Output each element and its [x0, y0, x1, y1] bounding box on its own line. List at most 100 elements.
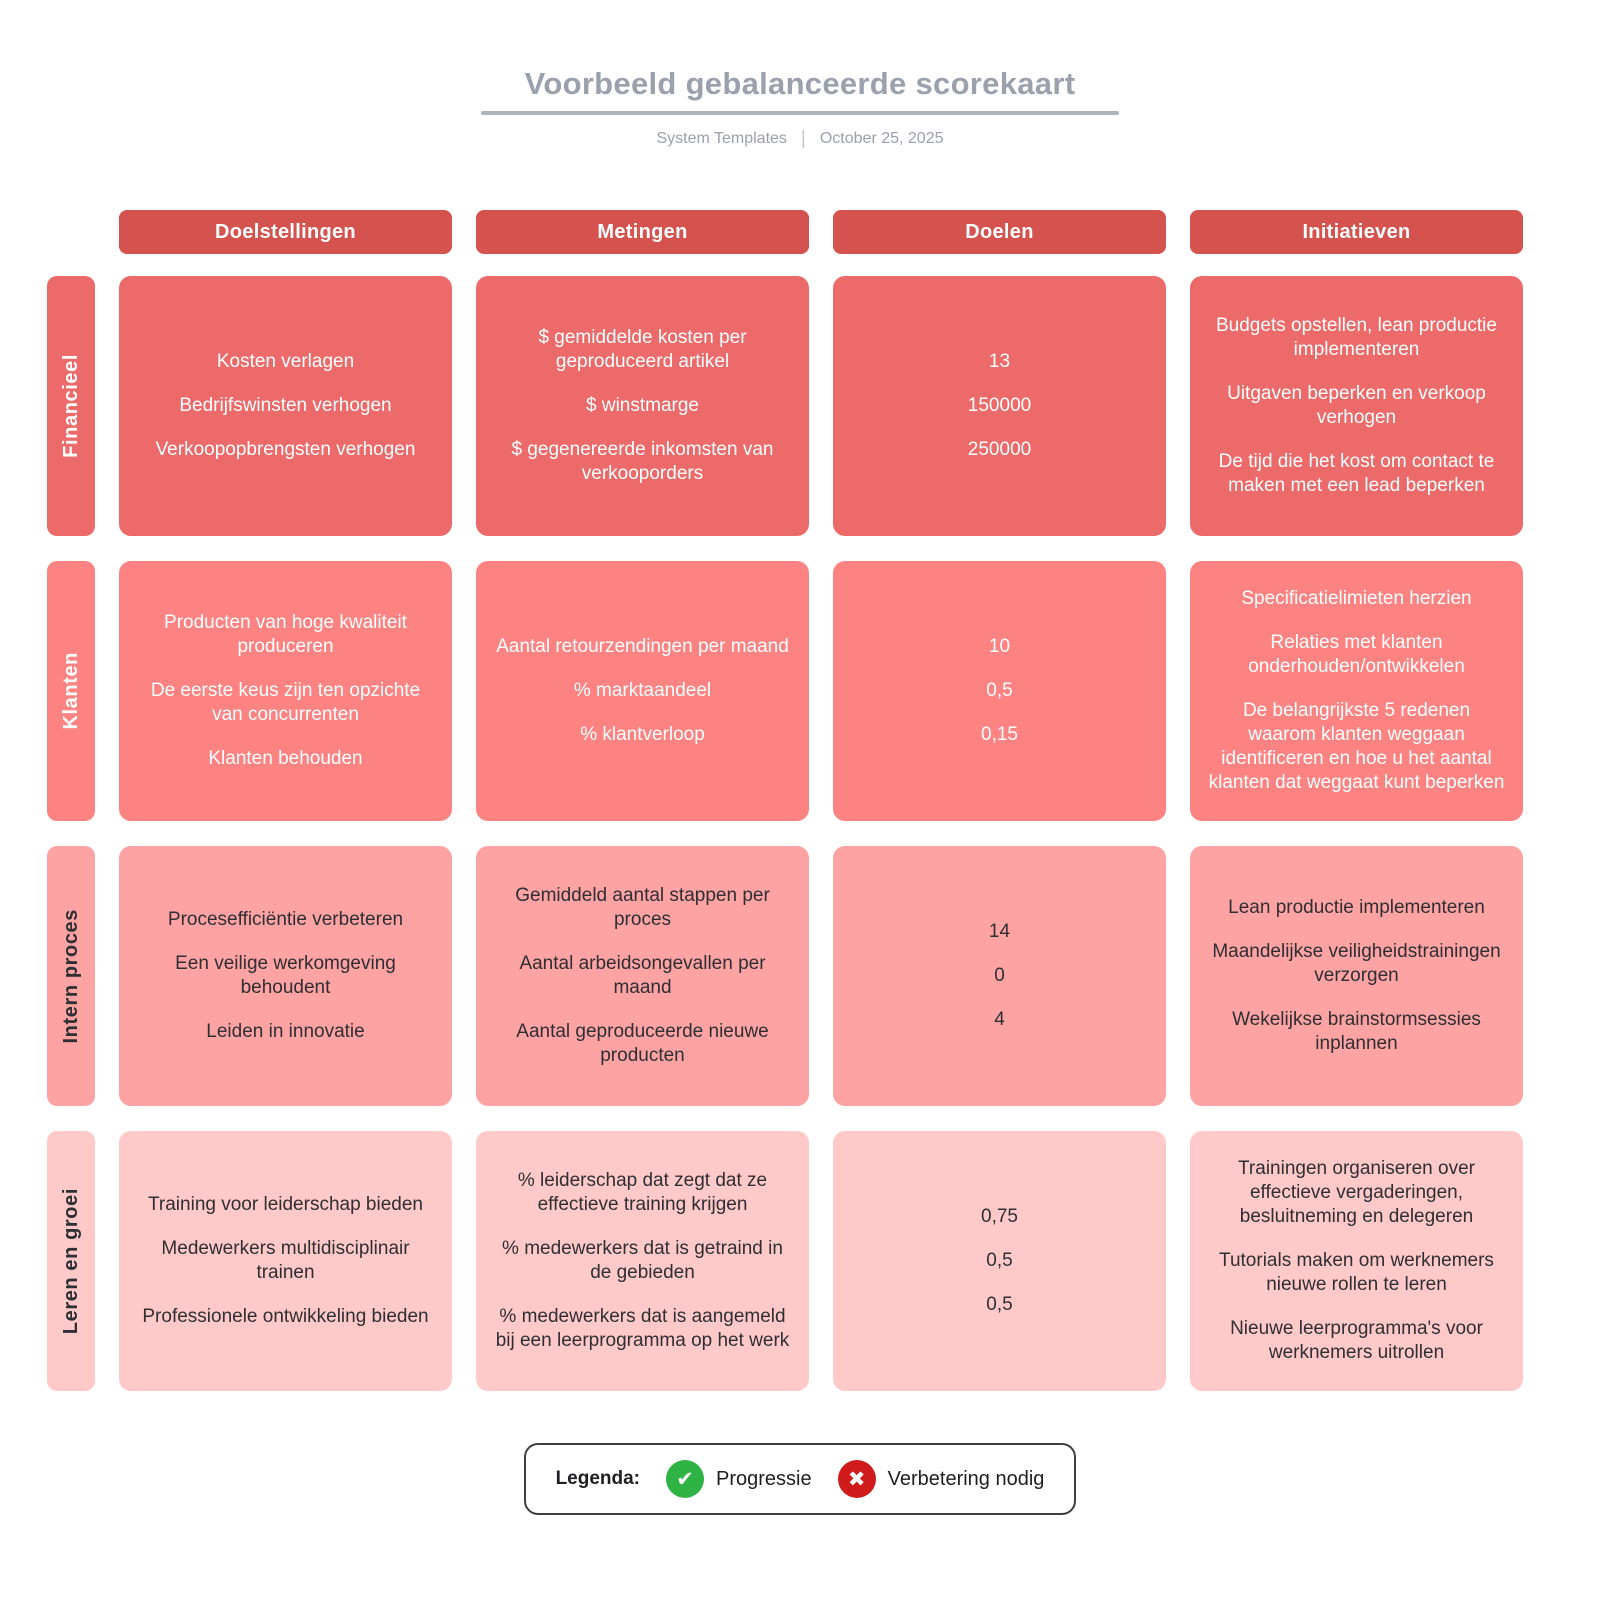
cell-item: Tutorials maken om werknemers nieuwe rol… — [1219, 1250, 1494, 1295]
page-subtitle: System Templates | October 25, 2025 — [0, 128, 1600, 150]
column-header-doelen: Doelen — [833, 210, 1166, 254]
cell-item: Klanten behouden — [208, 747, 363, 769]
scorecard-row-2: Klanten Producten van hoge kwaliteit prod… — [47, 561, 1523, 821]
row-label-stub: Klanten — [47, 561, 95, 821]
row-label: Leren en groei — [59, 1187, 82, 1335]
cell-item: 0,15 — [981, 723, 1018, 745]
scorecard-row-4: Leren en groei Training voor leiderschap … — [47, 1131, 1523, 1391]
row-label: Intern proces — [59, 908, 82, 1044]
cell-item: Gemiddeld aantal stappen per proces — [515, 885, 770, 931]
cell-metingen: Aantal retourzendingen per maand % markta… — [476, 561, 809, 821]
cell-item: Kosten verlagen — [216, 351, 355, 373]
cell-doelen: 10 0,5 0,15 — [833, 561, 1166, 821]
cell-item: 0,5 — [986, 1293, 1013, 1315]
check-circle-icon: ✔ — [666, 1460, 705, 1498]
cell-item: Bedrijfswinsten verhogen — [179, 395, 392, 417]
cell-initiatieven: Trainingen organiseren over effectieve v… — [1190, 1131, 1523, 1391]
balanced-scorecard-page: Voorbeeld gebalanceerde scorekaart Syste… — [0, 0, 1600, 1515]
cell-item: % leiderschap dat zegt dat ze effectieve… — [517, 1170, 768, 1216]
subtitle-divider-icon: | — [800, 128, 806, 149]
cell-item: 13 — [988, 351, 1011, 373]
column-header-row: Doelstellingen Metingen Doelen Initiatieven — [47, 210, 1523, 254]
subtitle-date: October 25, 2025 — [819, 130, 944, 147]
legend-item: ✔ Progressie — [666, 1460, 812, 1498]
legend: Legenda: ✔ Progressie ✖ Verbetering nodig — [523, 1443, 1077, 1515]
cell-item: % marktaandeel — [573, 680, 712, 702]
cell-item: Leiden in innovatie — [206, 1020, 365, 1042]
legend-item-label: Verbetering nodig — [887, 1467, 1045, 1490]
cell-item: 0,75 — [981, 1206, 1018, 1228]
cell-item: Lean productie implementeren — [1228, 897, 1485, 919]
cell-item: 0,5 — [986, 1250, 1013, 1272]
cell-item: De tijd die het kost om contact te maken… — [1218, 450, 1495, 496]
cell-item: Uitgaven beperken en verkoop verhogen — [1227, 383, 1486, 428]
cell-item: Aantal retourzendingen per maand — [496, 636, 789, 658]
legend-item-label: Progressie — [716, 1467, 812, 1490]
column-header-initiatieven: Initiatieven — [1190, 210, 1523, 254]
cell-item: De eerste keus zijn ten opzichte van con… — [150, 680, 421, 725]
cell-item: Wekelijkse brainstormsessies inplannen — [1232, 1008, 1481, 1054]
cell-item: Professionele ontwikkeling bieden — [142, 1305, 429, 1327]
cell-item: $ gemiddelde kosten per geproduceerd art… — [538, 327, 747, 373]
cell-item: Nieuwe leerprogramma's voor werknemers u… — [1230, 1317, 1483, 1363]
cell-item: $ winstmarge — [586, 395, 699, 417]
scorecard-row-3: Intern proces Procesefficiëntie verbetere… — [47, 846, 1523, 1106]
cell-item: 0,5 — [986, 680, 1013, 702]
cell-doelen: 0,75 0,5 0,5 — [833, 1131, 1166, 1391]
row-label: Klanten — [59, 652, 82, 730]
row-label-stub: Intern proces — [47, 846, 95, 1106]
scorecard-table: Doelstellingen Metingen Doelen Initiatieven… — [47, 210, 1523, 1391]
cell-item: Budgets opstellen, lean productie implem… — [1216, 315, 1497, 361]
column-header-doelstellingen: Doelstellingen — [119, 210, 452, 254]
row-label: Financieel — [59, 354, 82, 458]
cell-item: % medewerkers dat is aangemeld bij een l… — [495, 1305, 790, 1351]
cell-item: Specificatielimieten herzien — [1241, 588, 1472, 610]
column-header-metingen: Metingen — [476, 210, 809, 254]
cell-item: $ gegenereerde inkomsten van verkooporde… — [511, 438, 774, 484]
legend-item: ✖ Verbetering nodig — [837, 1460, 1045, 1498]
cell-item: % medewerkers dat is getraind in de gebi… — [502, 1238, 783, 1283]
cell-item: Training voor leiderschap bieden — [148, 1194, 423, 1216]
cell-metingen: $ gemiddelde kosten per geproduceerd art… — [476, 276, 809, 536]
header-spacer — [47, 210, 95, 254]
cell-item: 4 — [994, 1008, 1005, 1030]
cell-item: Producten van hoge kwaliteit produceren — [164, 612, 407, 658]
x-circle-icon: ✖ — [837, 1460, 876, 1498]
cell-item: Een veilige werkomgeving behoudent — [175, 953, 396, 998]
row-label-stub: Financieel — [47, 276, 95, 536]
subtitle-author: System Templates — [656, 130, 787, 147]
cell-item: Relaties met klanten onderhouden/ontwikk… — [1248, 632, 1465, 678]
row-label-stub: Leren en groei — [47, 1131, 95, 1391]
cell-item: Aantal geproduceerde nieuwe producten — [516, 1020, 769, 1066]
cell-item: 10 — [988, 636, 1011, 658]
cell-item: 150000 — [967, 395, 1032, 417]
cell-item: Maandelijkse veiligheidstrainingen verzo… — [1212, 941, 1501, 987]
cell-item: 250000 — [967, 438, 1032, 460]
cell-item: Procesefficiëntie verbeteren — [167, 909, 404, 931]
cell-item: 14 — [988, 921, 1011, 943]
cell-doelen: 13 150000 250000 — [833, 276, 1166, 536]
cell-item: % klantverloop — [580, 723, 705, 745]
legend-label: Legenda: — [555, 1468, 641, 1489]
cell-item: Aantal arbeidsongevallen per maand — [519, 953, 766, 998]
cell-item: Medewerkers multidisciplinair trainen — [161, 1238, 410, 1283]
cell-item: Trainingen organiseren over effectieve v… — [1238, 1158, 1475, 1228]
cell-metingen: % leiderschap dat zegt dat ze effectieve… — [476, 1131, 809, 1391]
cell-doelen: 14 0 4 — [833, 846, 1166, 1106]
page-header: Voorbeeld gebalanceerde scorekaart Syste… — [0, 0, 1600, 150]
cell-item: Verkoopopbrengsten verhogen — [155, 438, 416, 460]
cell-item: 0 — [994, 965, 1005, 987]
cell-initiatieven: Budgets opstellen, lean productie implem… — [1190, 276, 1523, 536]
page-title: Voorbeeld gebalanceerde scorekaart — [524, 66, 1076, 101]
title-underline — [481, 111, 1119, 115]
cell-item: De belangrijkste 5 redenen waarom klante… — [1208, 700, 1505, 793]
